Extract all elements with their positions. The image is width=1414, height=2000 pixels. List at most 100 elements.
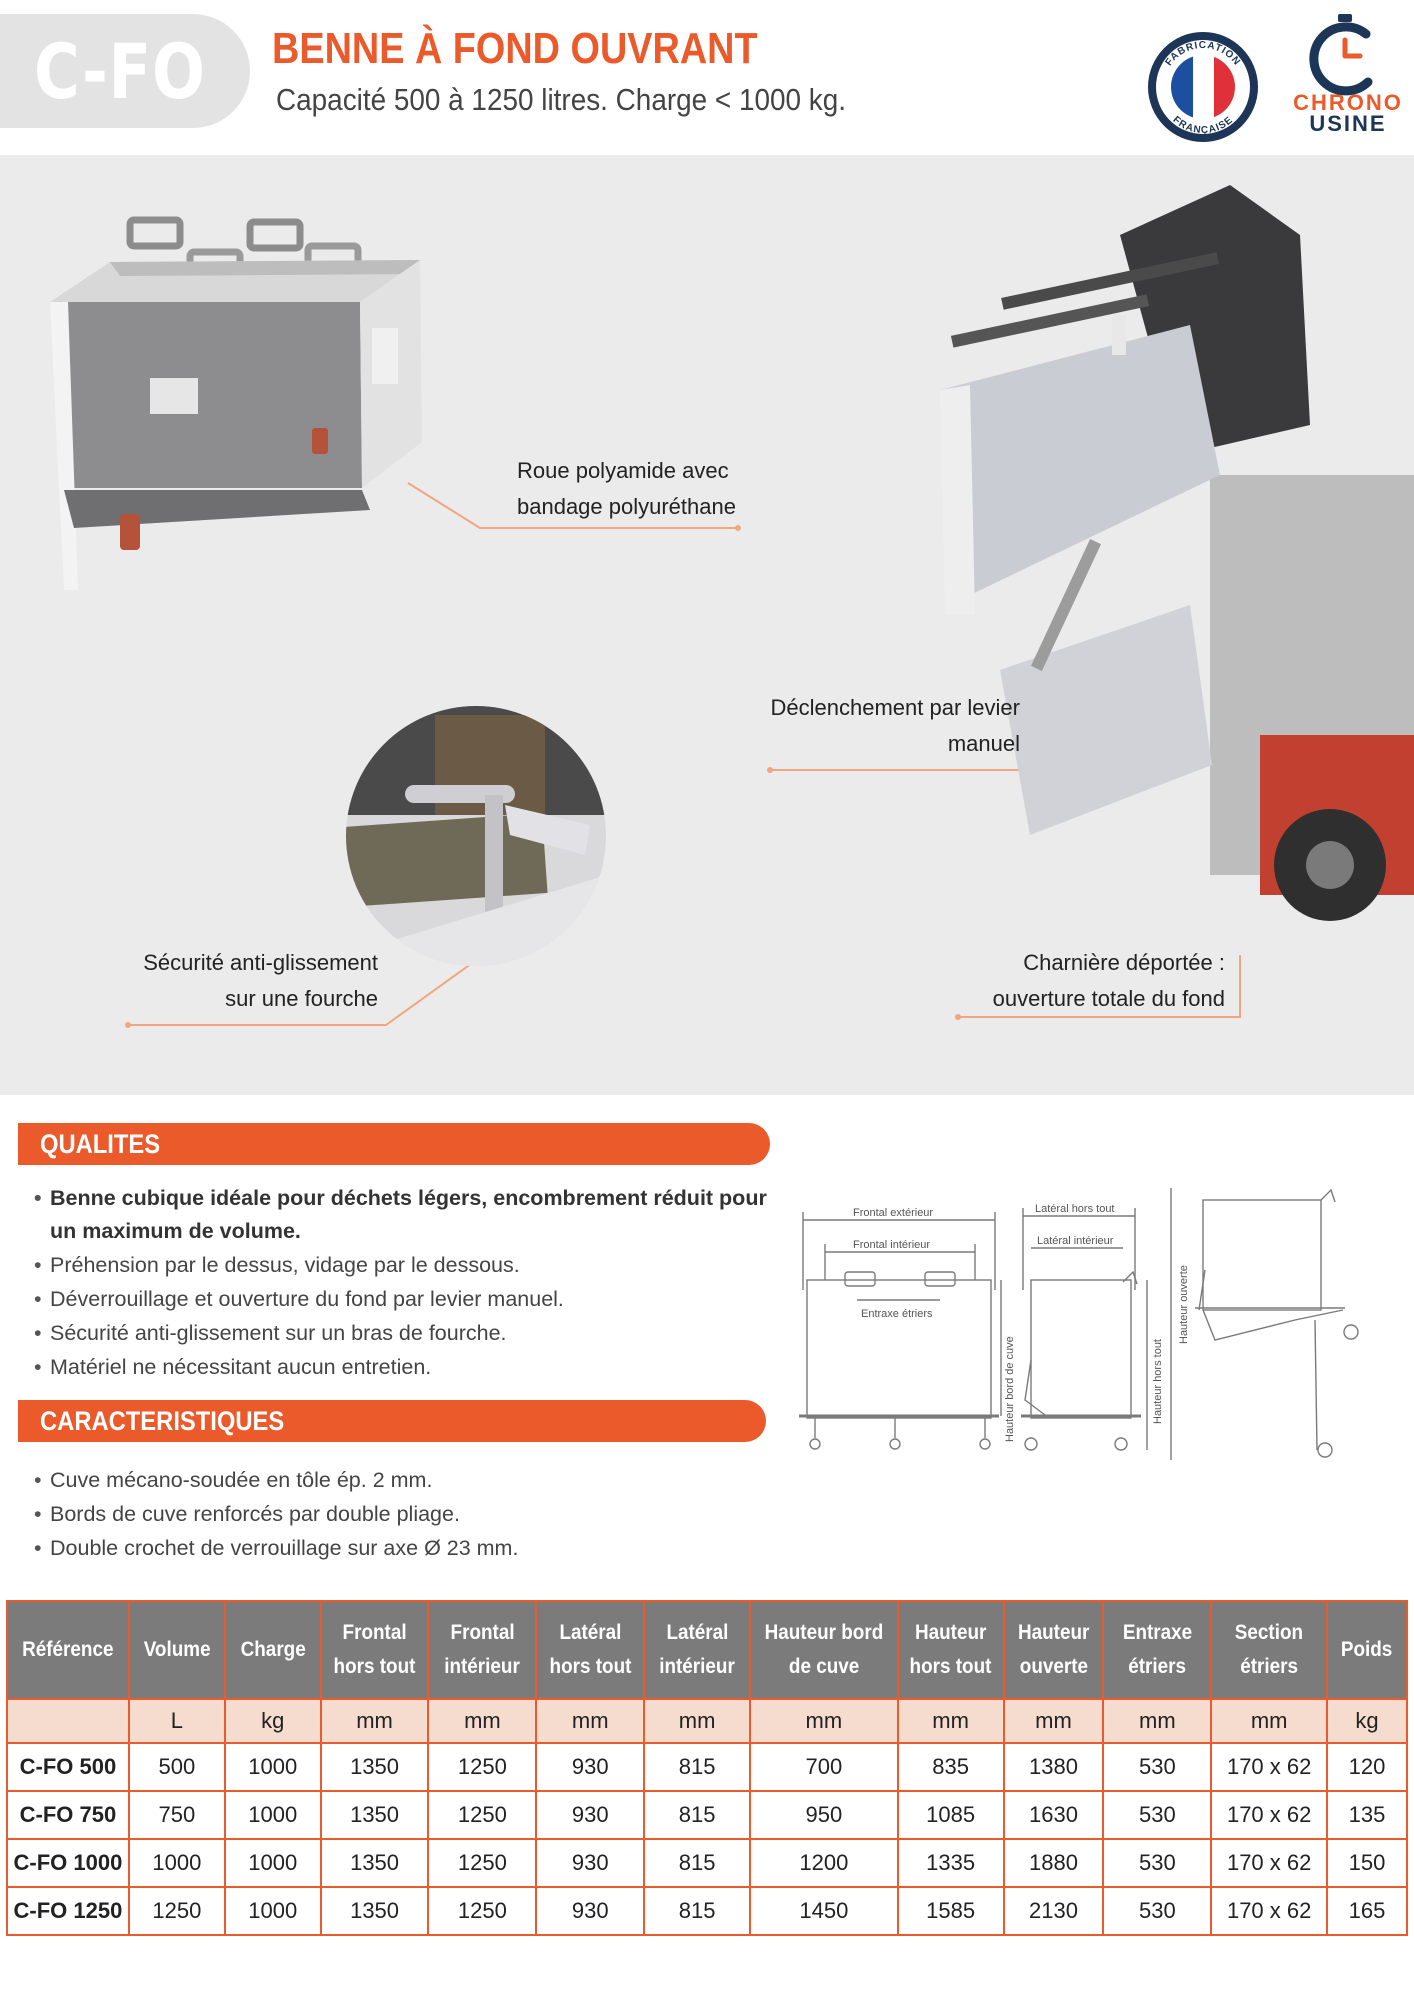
list-item: Benne cubique idéale pour déchets légers… xyxy=(34,1182,774,1248)
spec-table: Référence Volume Charge Frontal hors tout… xyxy=(6,1600,1408,1936)
col-poids: Poids xyxy=(1326,1600,1408,1700)
product-code: C-FO xyxy=(34,26,206,116)
side-view: Latéral hors tout Latéral intérieur Haut… xyxy=(1021,1203,1164,1451)
table-cell xyxy=(6,1698,130,1744)
callout-lever-line-1: Déclenchement par levier xyxy=(770,695,1020,720)
table-cell: 1250 xyxy=(427,1790,538,1840)
col-hauteur-bord: Hauteur bord de cuve xyxy=(749,1600,899,1700)
label-hauteur-hors-tout: Hauteur hors tout xyxy=(1152,1339,1164,1424)
table-cell: 135 xyxy=(1326,1790,1408,1840)
table-cell: 1585 xyxy=(896,1886,1005,1936)
table-cell: 1000 xyxy=(223,1886,322,1936)
table-cell: 1000 xyxy=(127,1838,226,1888)
table-cell: 500 xyxy=(127,1742,226,1792)
table-cell: 1000 xyxy=(223,1838,322,1888)
detail-zoom-photo xyxy=(346,706,606,966)
list-item-text: Benne cubique idéale pour déchets légers… xyxy=(50,1186,767,1210)
table-cell: L xyxy=(127,1698,226,1744)
bin-photo xyxy=(50,216,422,590)
list-item: Matériel ne nécessitant aucun entretien. xyxy=(34,1350,774,1384)
table-cell: 1250 xyxy=(427,1742,538,1792)
callout-hinge-line-1: Charnière déportée : xyxy=(1023,950,1225,975)
logo-line-1: CHRONO xyxy=(1293,90,1403,115)
table-cell: 1250 xyxy=(427,1886,538,1936)
table-cell: mm xyxy=(896,1698,1005,1744)
table-cell-reference: C-FO 500 xyxy=(6,1742,130,1792)
product-photo-zone: Roue polyamide avec bandage polyuréthane… xyxy=(0,155,1414,1095)
col-charge: Charge xyxy=(223,1600,322,1700)
table-cell: mm xyxy=(319,1698,430,1744)
list-item: Préhension par le dessus, vidage par le … xyxy=(34,1248,774,1282)
chrono-usine-logo-icon xyxy=(1309,14,1373,96)
header-text: de cuve xyxy=(788,1655,860,1678)
callout-safety-line-2: sur une fourche xyxy=(225,986,378,1011)
table-cell: 815 xyxy=(643,1742,752,1792)
label-entraxe-etriers: Entraxe étriers xyxy=(861,1308,933,1320)
open-view: Hauteur ouverte xyxy=(1170,1188,1359,1460)
callout-hinge: Charnière déportée : ouverture totale du… xyxy=(935,945,1225,1017)
header-text: Volume xyxy=(143,1638,211,1661)
header-text: Hauteur xyxy=(914,1621,987,1644)
table-cell-reference: C-FO 1250 xyxy=(6,1886,130,1936)
table-cell: kg xyxy=(223,1698,322,1744)
table-cell: 1450 xyxy=(749,1886,899,1936)
label-lateral-interieur: Latéral intérieur xyxy=(1037,1235,1114,1247)
table-cell: 950 xyxy=(749,1790,899,1840)
table-cell: 170 x 62 xyxy=(1210,1742,1329,1792)
table-cell: 530 xyxy=(1102,1886,1213,1936)
label-lateral-hors-tout: Latéral hors tout xyxy=(1035,1203,1115,1215)
table-cell: 1630 xyxy=(1002,1790,1105,1840)
list-item: Sécurité anti-glissement sur un bras de … xyxy=(34,1316,774,1350)
callout-wheel-line-2: bandage polyuréthane xyxy=(517,494,736,519)
table-cell: mm xyxy=(643,1698,752,1744)
chrono-usine-wordmark: CHRONO USINE xyxy=(1290,90,1406,135)
table-cell: 815 xyxy=(643,1838,752,1888)
table-cell: 1380 xyxy=(1002,1742,1105,1792)
table-cell: 170 x 62 xyxy=(1210,1886,1329,1936)
qualites-list: Benne cubique idéale pour déchets légers… xyxy=(34,1182,774,1384)
made-in-france-badge: FABRICATION FRANÇAISE xyxy=(1148,32,1258,142)
table-cell: 835 xyxy=(896,1742,1005,1792)
header-text: Latéral xyxy=(666,1621,729,1644)
header-text: Hauteur bord xyxy=(764,1621,884,1644)
table-cell: 1250 xyxy=(127,1886,226,1936)
label-hauteur-bord: Hauteur bord de cuve xyxy=(1004,1336,1016,1442)
caracteristiques-heading: CARACTERISTIQUES xyxy=(18,1400,766,1442)
header-text: Référence xyxy=(22,1638,114,1661)
col-volume: Volume xyxy=(127,1600,226,1700)
product-code-tab: C-FO xyxy=(0,14,250,128)
header-text: Frontal xyxy=(450,1621,515,1644)
header-text: Entraxe xyxy=(1122,1621,1193,1644)
list-item: Cuve mécano-soudée en tôle ép. 2 mm. xyxy=(34,1463,774,1497)
list-item: Double crochet de verrouillage sur axe Ø… xyxy=(34,1531,774,1565)
table-cell: 1250 xyxy=(427,1838,538,1888)
table-cell: 1350 xyxy=(319,1886,430,1936)
header-text: hors tout xyxy=(549,1655,632,1678)
header-text: Frontal xyxy=(342,1621,407,1644)
table-cell: 1350 xyxy=(319,1742,430,1792)
callout-wheel-line-1: Roue polyamide avec xyxy=(517,458,729,483)
callout-hinge-line-2: ouverture totale du fond xyxy=(992,986,1225,1011)
header-text: étriers xyxy=(1240,1655,1299,1678)
callout-lever-line-2: manuel xyxy=(947,731,1020,756)
table-cell: 1000 xyxy=(223,1742,322,1792)
table-cell: 170 x 62 xyxy=(1210,1790,1329,1840)
header-text: ouverte xyxy=(1019,1655,1088,1678)
table-cell: 750 xyxy=(127,1790,226,1840)
table-cell: mm xyxy=(427,1698,538,1744)
table-cell: 930 xyxy=(535,1838,646,1888)
list-item: Déverrouillage et ouverture du fond par … xyxy=(34,1282,774,1316)
table-cell-reference: C-FO 750 xyxy=(6,1790,130,1840)
table-cell: mm xyxy=(535,1698,646,1744)
table-cell: mm xyxy=(749,1698,899,1744)
table-cell: 930 xyxy=(535,1886,646,1936)
label-frontal-interieur: Frontal intérieur xyxy=(853,1239,930,1251)
